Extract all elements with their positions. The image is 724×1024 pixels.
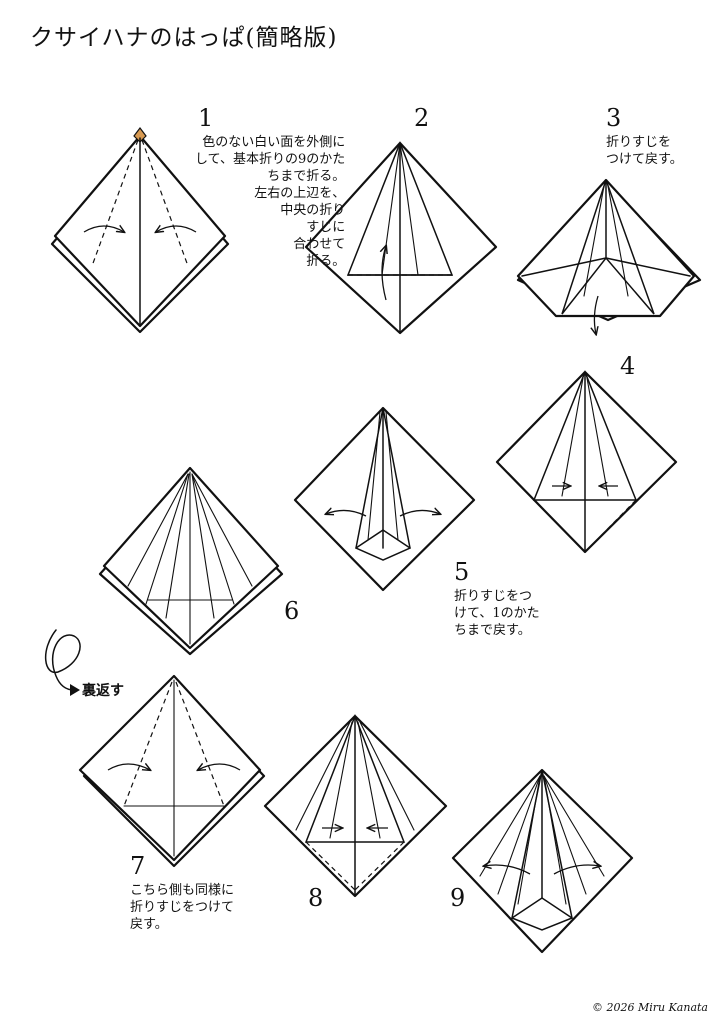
step-number-5: 5 bbox=[454, 558, 470, 586]
step-9-figure bbox=[451, 768, 634, 954]
step-number-8: 8 bbox=[308, 884, 324, 912]
turn-over-label: 裏返す bbox=[82, 683, 124, 699]
step-1-instruction: 色のない白い面を外側に して、基本折りの9のかた ちまで折る。 左右の上辺を、 … bbox=[195, 135, 346, 269]
step-number-2: 2 bbox=[414, 104, 430, 132]
page-title: クサイハナのはっぱ(簡略版) bbox=[30, 25, 338, 51]
step-number-3: 3 bbox=[606, 104, 622, 132]
step-number-4: 4 bbox=[620, 352, 636, 380]
step-number-9: 9 bbox=[450, 884, 466, 912]
copyright-notice: © 2026 Miru Kanata bbox=[591, 1001, 708, 1014]
step-7-instruction: こちら側も同様に 折りすじをつけて 戻す。 bbox=[130, 883, 235, 932]
step-number-1: 1 bbox=[198, 104, 214, 132]
step-8-figure bbox=[263, 713, 448, 898]
step-4-figure bbox=[495, 369, 678, 554]
step-2-figure bbox=[304, 140, 498, 335]
step-3-instruction: 折りすじを つけて戻す。 bbox=[606, 135, 683, 167]
step-3-figure bbox=[516, 178, 702, 334]
step-number-7: 7 bbox=[130, 852, 146, 880]
step-7-figure bbox=[78, 674, 266, 868]
step-number-6: 6 bbox=[284, 597, 300, 625]
turn-over-icon bbox=[44, 629, 81, 696]
step-5-figure bbox=[293, 406, 476, 592]
step-6-figure bbox=[98, 466, 284, 656]
step-1-figure bbox=[50, 127, 230, 334]
step-5-instruction: 折りすじをつ けて、1のかた ちまで戻す。 bbox=[454, 589, 540, 638]
